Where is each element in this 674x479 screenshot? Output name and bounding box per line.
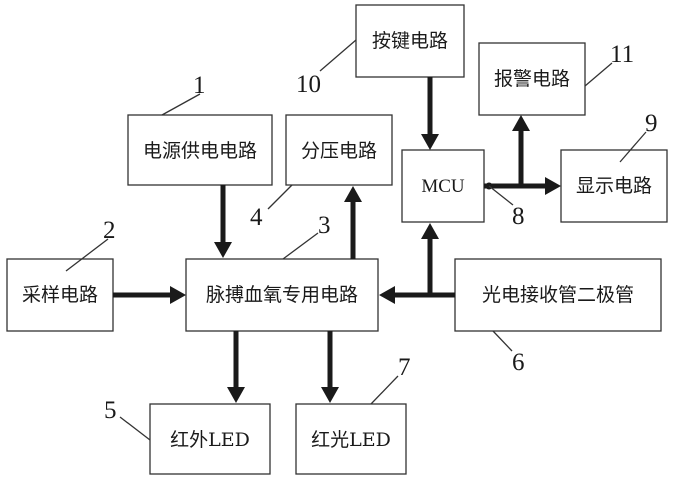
photodiode-block: 光电接收管二极管 <box>454 258 662 332</box>
key-circuit-block: 按键电路 <box>355 4 465 78</box>
display-circuit-block: 显示电路 <box>560 149 668 223</box>
arrow-photodiode-to-oximetry <box>379 286 455 304</box>
leader-line-10 <box>319 39 357 72</box>
arrow-key-to-mcu <box>421 77 439 150</box>
display-circuit-label: 显示电路 <box>576 175 652 197</box>
leader-line-7 <box>370 375 399 405</box>
power-supply-circuit-label: 电源供电电路 <box>143 140 257 162</box>
reference-number-6: 6 <box>512 349 525 376</box>
arrow-oximetry-to-infrared-led <box>227 331 245 403</box>
leader-line-1 <box>161 93 201 116</box>
reference-number-1: 1 <box>193 72 206 99</box>
leader-line-11 <box>584 62 613 87</box>
red-led-label: 红光LED <box>311 429 391 451</box>
key-circuit-label: 按键电路 <box>372 30 448 52</box>
arrow-sampling-to-oximetry <box>113 286 186 304</box>
power-supply-circuit-block: 电源供电电路 <box>127 114 273 186</box>
leader-line-4 <box>267 184 293 210</box>
leader-line-6 <box>492 330 513 352</box>
mcu-block: MCU <box>401 149 485 223</box>
alarm-circuit-label: 报警电路 <box>494 68 570 90</box>
leader-line-3 <box>282 232 319 260</box>
arrow-oximetry-to-red-led <box>321 331 339 403</box>
arrow-photodiode-to-mcu <box>421 223 439 295</box>
reference-number-4: 4 <box>250 204 263 231</box>
arrow-oximetry-to-divider <box>344 186 362 259</box>
reference-number-3: 3 <box>318 212 331 239</box>
sampling-circuit-block: 采样电路 <box>6 258 114 332</box>
leader-line-9 <box>619 131 647 163</box>
mcu-label: MCU <box>421 176 465 197</box>
reference-number-8: 8 <box>512 203 525 230</box>
alarm-circuit-block: 报警电路 <box>478 42 586 116</box>
arrow-power-to-oximetry <box>214 185 232 258</box>
pulse-oximetry-circuit-label: 脉搏血氧专用电路 <box>206 284 358 306</box>
voltage-divider-circuit-label: 分压电路 <box>301 140 377 162</box>
red-led-block: 红光LED <box>295 403 407 475</box>
photodiode-label: 光电接收管二极管 <box>482 284 634 306</box>
infrared-led-block: 红外LED <box>149 403 271 475</box>
reference-number-9: 9 <box>645 110 658 137</box>
leader-line-8 <box>488 185 514 206</box>
arrow-mcu-to-alarm <box>512 115 530 186</box>
sampling-circuit-label: 采样电路 <box>22 284 98 306</box>
reference-number-10: 10 <box>296 71 321 98</box>
reference-number-7: 7 <box>398 354 411 381</box>
leader-line-5 <box>119 416 151 441</box>
reference-number-2: 2 <box>103 217 116 244</box>
pulse-oximetry-circuit-block: 脉搏血氧专用电路 <box>185 258 379 332</box>
voltage-divider-circuit-block: 分压电路 <box>285 114 393 186</box>
infrared-led-label: 红外LED <box>170 429 250 451</box>
leader-line-2 <box>65 238 109 272</box>
reference-number-5: 5 <box>104 397 117 424</box>
reference-number-11: 11 <box>610 41 634 68</box>
